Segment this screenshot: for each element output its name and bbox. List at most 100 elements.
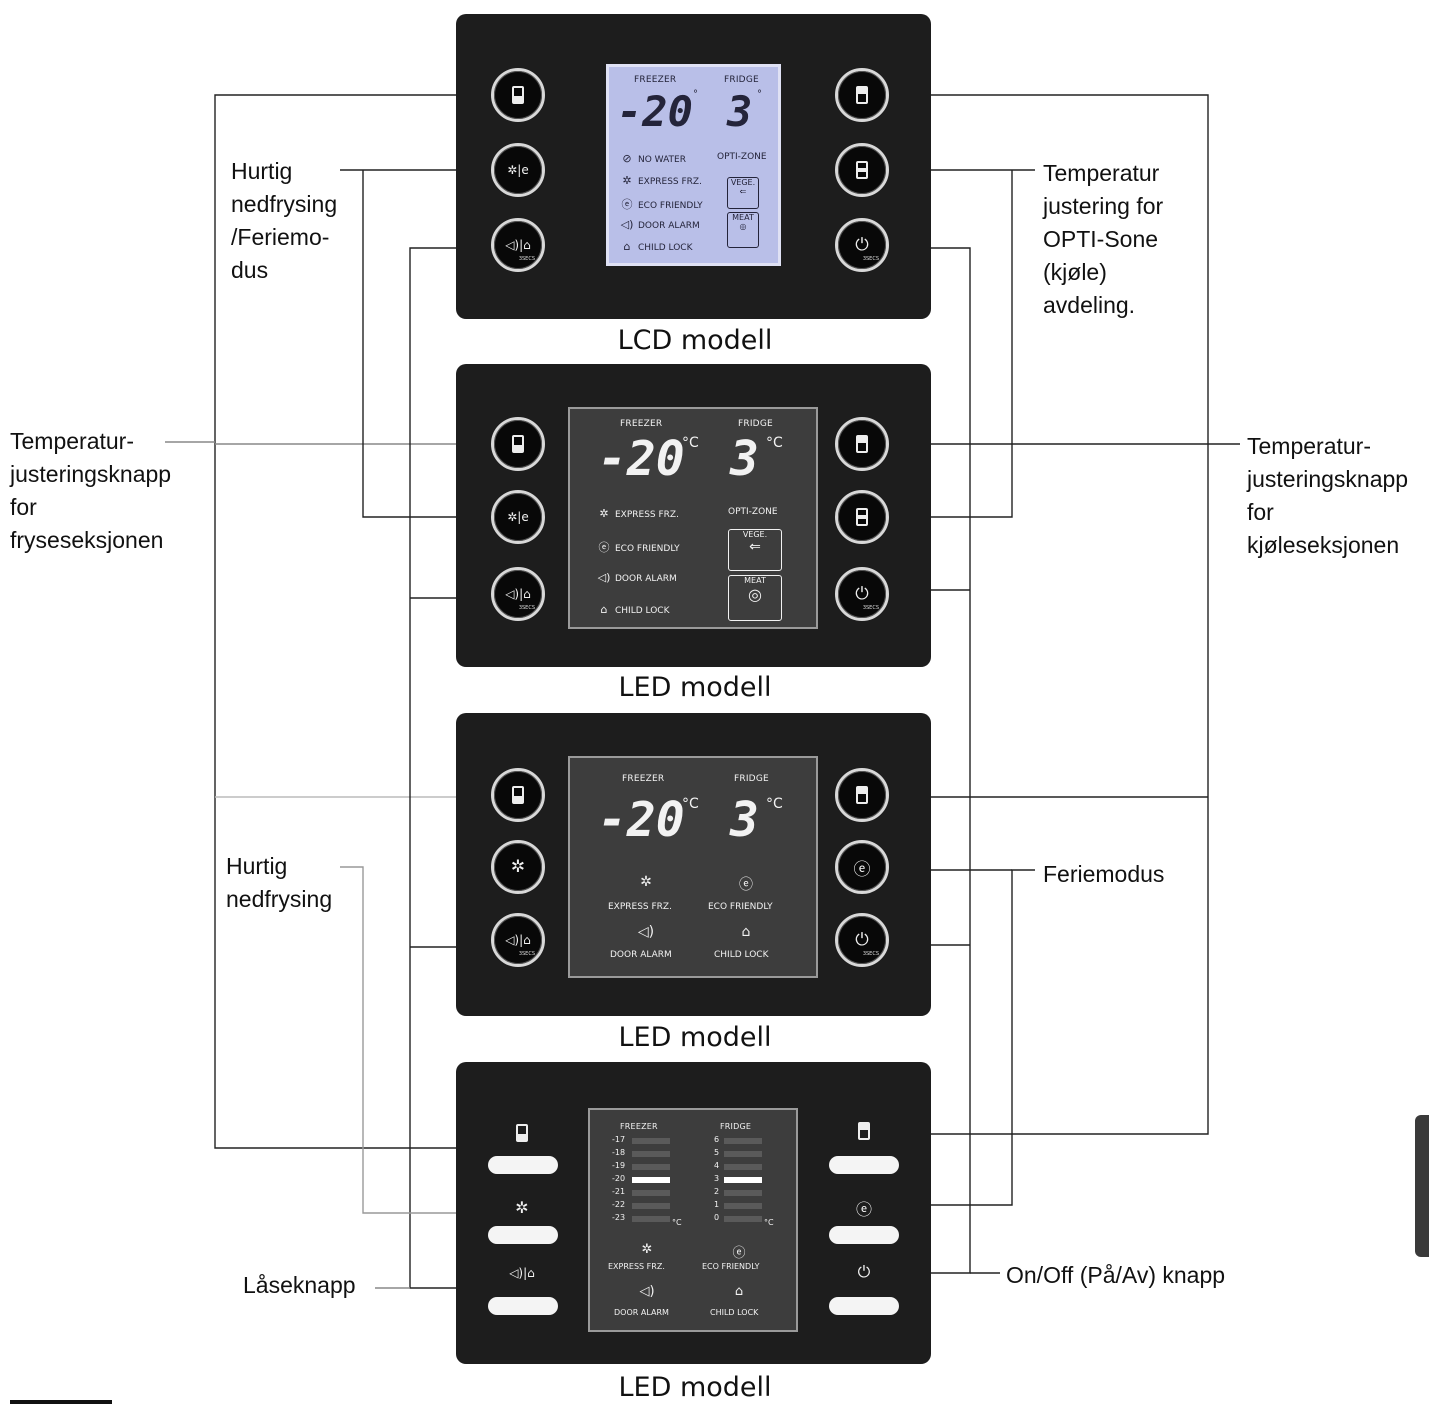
led-control-panel-1: ✲|e ◁)|⌂3SECS ⏻3SECS FREEZER FRIDGE -20 …: [456, 364, 931, 667]
fridge-label: FRIDGE: [724, 75, 759, 85]
label-temp-frys: Temperatur- justeringsknapp for frysesek…: [10, 428, 172, 553]
express-eco-icon: ✲|e: [494, 493, 542, 541]
freezer-temp-button[interactable]: [491, 68, 545, 122]
freezer-label: FREEZER: [620, 1122, 658, 1131]
opti-zone-label: OPTI-ZONE: [717, 152, 767, 162]
alarm-lock-button[interactable]: ◁)|⌂3SECS: [491, 913, 545, 967]
power-icon: ⏻: [857, 1262, 871, 1281]
express-frz-indicator: ✲EXPRESS FRZ.: [596, 507, 679, 520]
freezer-compartment-icon: [502, 1124, 542, 1146]
alarm-lock-icon: ◁)|⌂3SECS: [494, 221, 542, 269]
vege-indicator: VEGE.⇐: [728, 529, 782, 571]
fridge-temp-button[interactable]: [829, 1156, 899, 1174]
carrot-icon: ⇐: [739, 187, 747, 196]
power-button[interactable]: [829, 1297, 899, 1315]
caption-led-2: LED modell: [618, 1022, 772, 1053]
label-laseknapp: Låseknapp: [243, 1272, 356, 1298]
child-lock-indicator: ⌂CHILD LOCK: [619, 240, 693, 253]
eco-icon: ⓔ: [621, 198, 633, 211]
freezer-compartment-icon: [512, 86, 524, 104]
opti-zone-label: OPTI-ZONE: [728, 507, 778, 517]
fridge-deg: °: [757, 89, 762, 100]
freezer-temp: -20: [617, 87, 693, 136]
door-alarm-indicator: ◁)DOOR ALARM: [597, 571, 677, 584]
eco-icon: ⓔ: [739, 877, 753, 893]
footer-rule: [10, 1400, 112, 1404]
speaker-icon: ◁): [620, 218, 634, 231]
caption-led-1: LED modell: [618, 672, 772, 703]
fridge-level-bar: [724, 1216, 762, 1222]
express-eco-button[interactable]: ✲|e: [491, 490, 545, 544]
freezer-temp-button[interactable]: [491, 417, 545, 471]
alarm-lock-button[interactable]: ◁)|⌂3SECS: [491, 218, 545, 272]
snowflake-icon: ✲: [494, 843, 542, 891]
freezer-temp-button[interactable]: [491, 768, 545, 822]
label-feriemodus: Feriemodus: [1043, 861, 1165, 887]
freezer-level-bar: [632, 1203, 670, 1209]
meat-icon: ◎: [748, 585, 762, 604]
alarm-lock-button[interactable]: [488, 1297, 558, 1315]
express-frz-label: EXPRESS FRZ.: [608, 902, 672, 912]
eco-icon: ⓔ: [598, 541, 610, 554]
speaker-icon: ◁): [637, 924, 655, 940]
express-frz-label: EXPRESS FRZ.: [608, 1262, 665, 1271]
door-alarm-label: DOOR ALARM: [614, 1308, 669, 1317]
lock-icon: ⌂: [600, 603, 608, 616]
meat-indicator: MEAT◎: [728, 575, 782, 621]
opti-zone-button[interactable]: [835, 490, 889, 544]
lock-icon: ⌂: [734, 1284, 744, 1299]
door-alarm-label: DOOR ALARM: [610, 950, 672, 960]
express-eco-button[interactable]: ✲|e: [491, 143, 545, 197]
power-button[interactable]: ⏻3SECS: [835, 218, 889, 272]
lcd-control-panel: ✲|e ◁)|⌂3SECS ⏻3SECS FREEZER FRIDGE -20 …: [456, 14, 931, 319]
speaker-icon: ◁): [639, 1284, 655, 1299]
power-icon: ⏻3SECS: [838, 916, 886, 964]
no-water-icon: ⊘: [622, 152, 632, 165]
fridge-deg: °C: [766, 435, 783, 451]
eco-friendly-button[interactable]: ⓔ: [835, 840, 889, 894]
eco-icon: ⓔ: [732, 1246, 746, 1261]
lcd-display: FREEZER FRIDGE -20 ° 3 ° ⊘NO WATER OPTI-…: [606, 64, 781, 266]
meat-indicator: MEAT◎: [727, 212, 759, 248]
snowflake-icon: ✲: [599, 507, 609, 520]
fridge-level-label: 1: [714, 1200, 720, 1209]
label-temp-opti: Temperatur justering for OPTI-Sone (kjøl…: [1043, 160, 1164, 318]
fridge-temp-button[interactable]: [835, 417, 889, 471]
fridge-level-bar: [724, 1190, 762, 1196]
led-display: FREEZER FRIDGE -20 °C 3 °C ✲ EXPRESS FRZ…: [568, 756, 818, 978]
freezer-deg: °C: [682, 435, 699, 451]
fridge-temp-button[interactable]: [835, 768, 889, 822]
freezer-temp: -20: [598, 431, 685, 487]
door-alarm-indicator: ◁)DOOR ALARM: [620, 218, 700, 231]
eco-icon: ⓔ: [838, 843, 886, 891]
express-frz-button[interactable]: ✲: [491, 840, 545, 894]
freezer-unit: °C: [672, 1218, 682, 1227]
freezer-deg: °C: [682, 796, 699, 812]
fridge-temp: 3: [730, 431, 759, 487]
snowflake-icon: ✲: [622, 174, 632, 187]
fridge-deg: °C: [766, 796, 783, 812]
child-lock-indicator: ⌂CHILD LOCK: [596, 603, 670, 616]
label-hurtig-feriemodus: Hurtig nedfrysing /Feriemo- dus: [231, 158, 338, 283]
eco-icon: ⓔ: [855, 1200, 872, 1219]
express-frz-button[interactable]: [488, 1226, 558, 1244]
fridge-temp-button[interactable]: [835, 68, 889, 122]
power-button[interactable]: ⏻3SECS: [835, 567, 889, 621]
opti-zone-button[interactable]: [835, 143, 889, 197]
freezer-deg: °: [693, 89, 698, 100]
fridge-level-label: 0: [714, 1213, 720, 1222]
opti-zone-icon: [856, 508, 868, 526]
alarm-lock-icon: ◁)|⌂3SECS: [494, 570, 542, 618]
power-button[interactable]: ⏻3SECS: [835, 913, 889, 967]
label-onoff: On/Off (På/Av) knapp: [1006, 1262, 1226, 1288]
eco-friendly-button[interactable]: [829, 1226, 899, 1244]
meat-icon: ◎: [739, 222, 747, 231]
leader-freezer-temp-main: [214, 94, 490, 1149]
alarm-lock-button[interactable]: ◁)|⌂3SECS: [491, 567, 545, 621]
freezer-temp-button[interactable]: [488, 1156, 558, 1174]
fridge-compartment-icon: [856, 435, 868, 453]
freezer-level-bar: [632, 1190, 670, 1196]
fridge-level-label: 6: [714, 1135, 720, 1144]
label-hurtig: Hurtig nedfrysing: [226, 853, 333, 912]
